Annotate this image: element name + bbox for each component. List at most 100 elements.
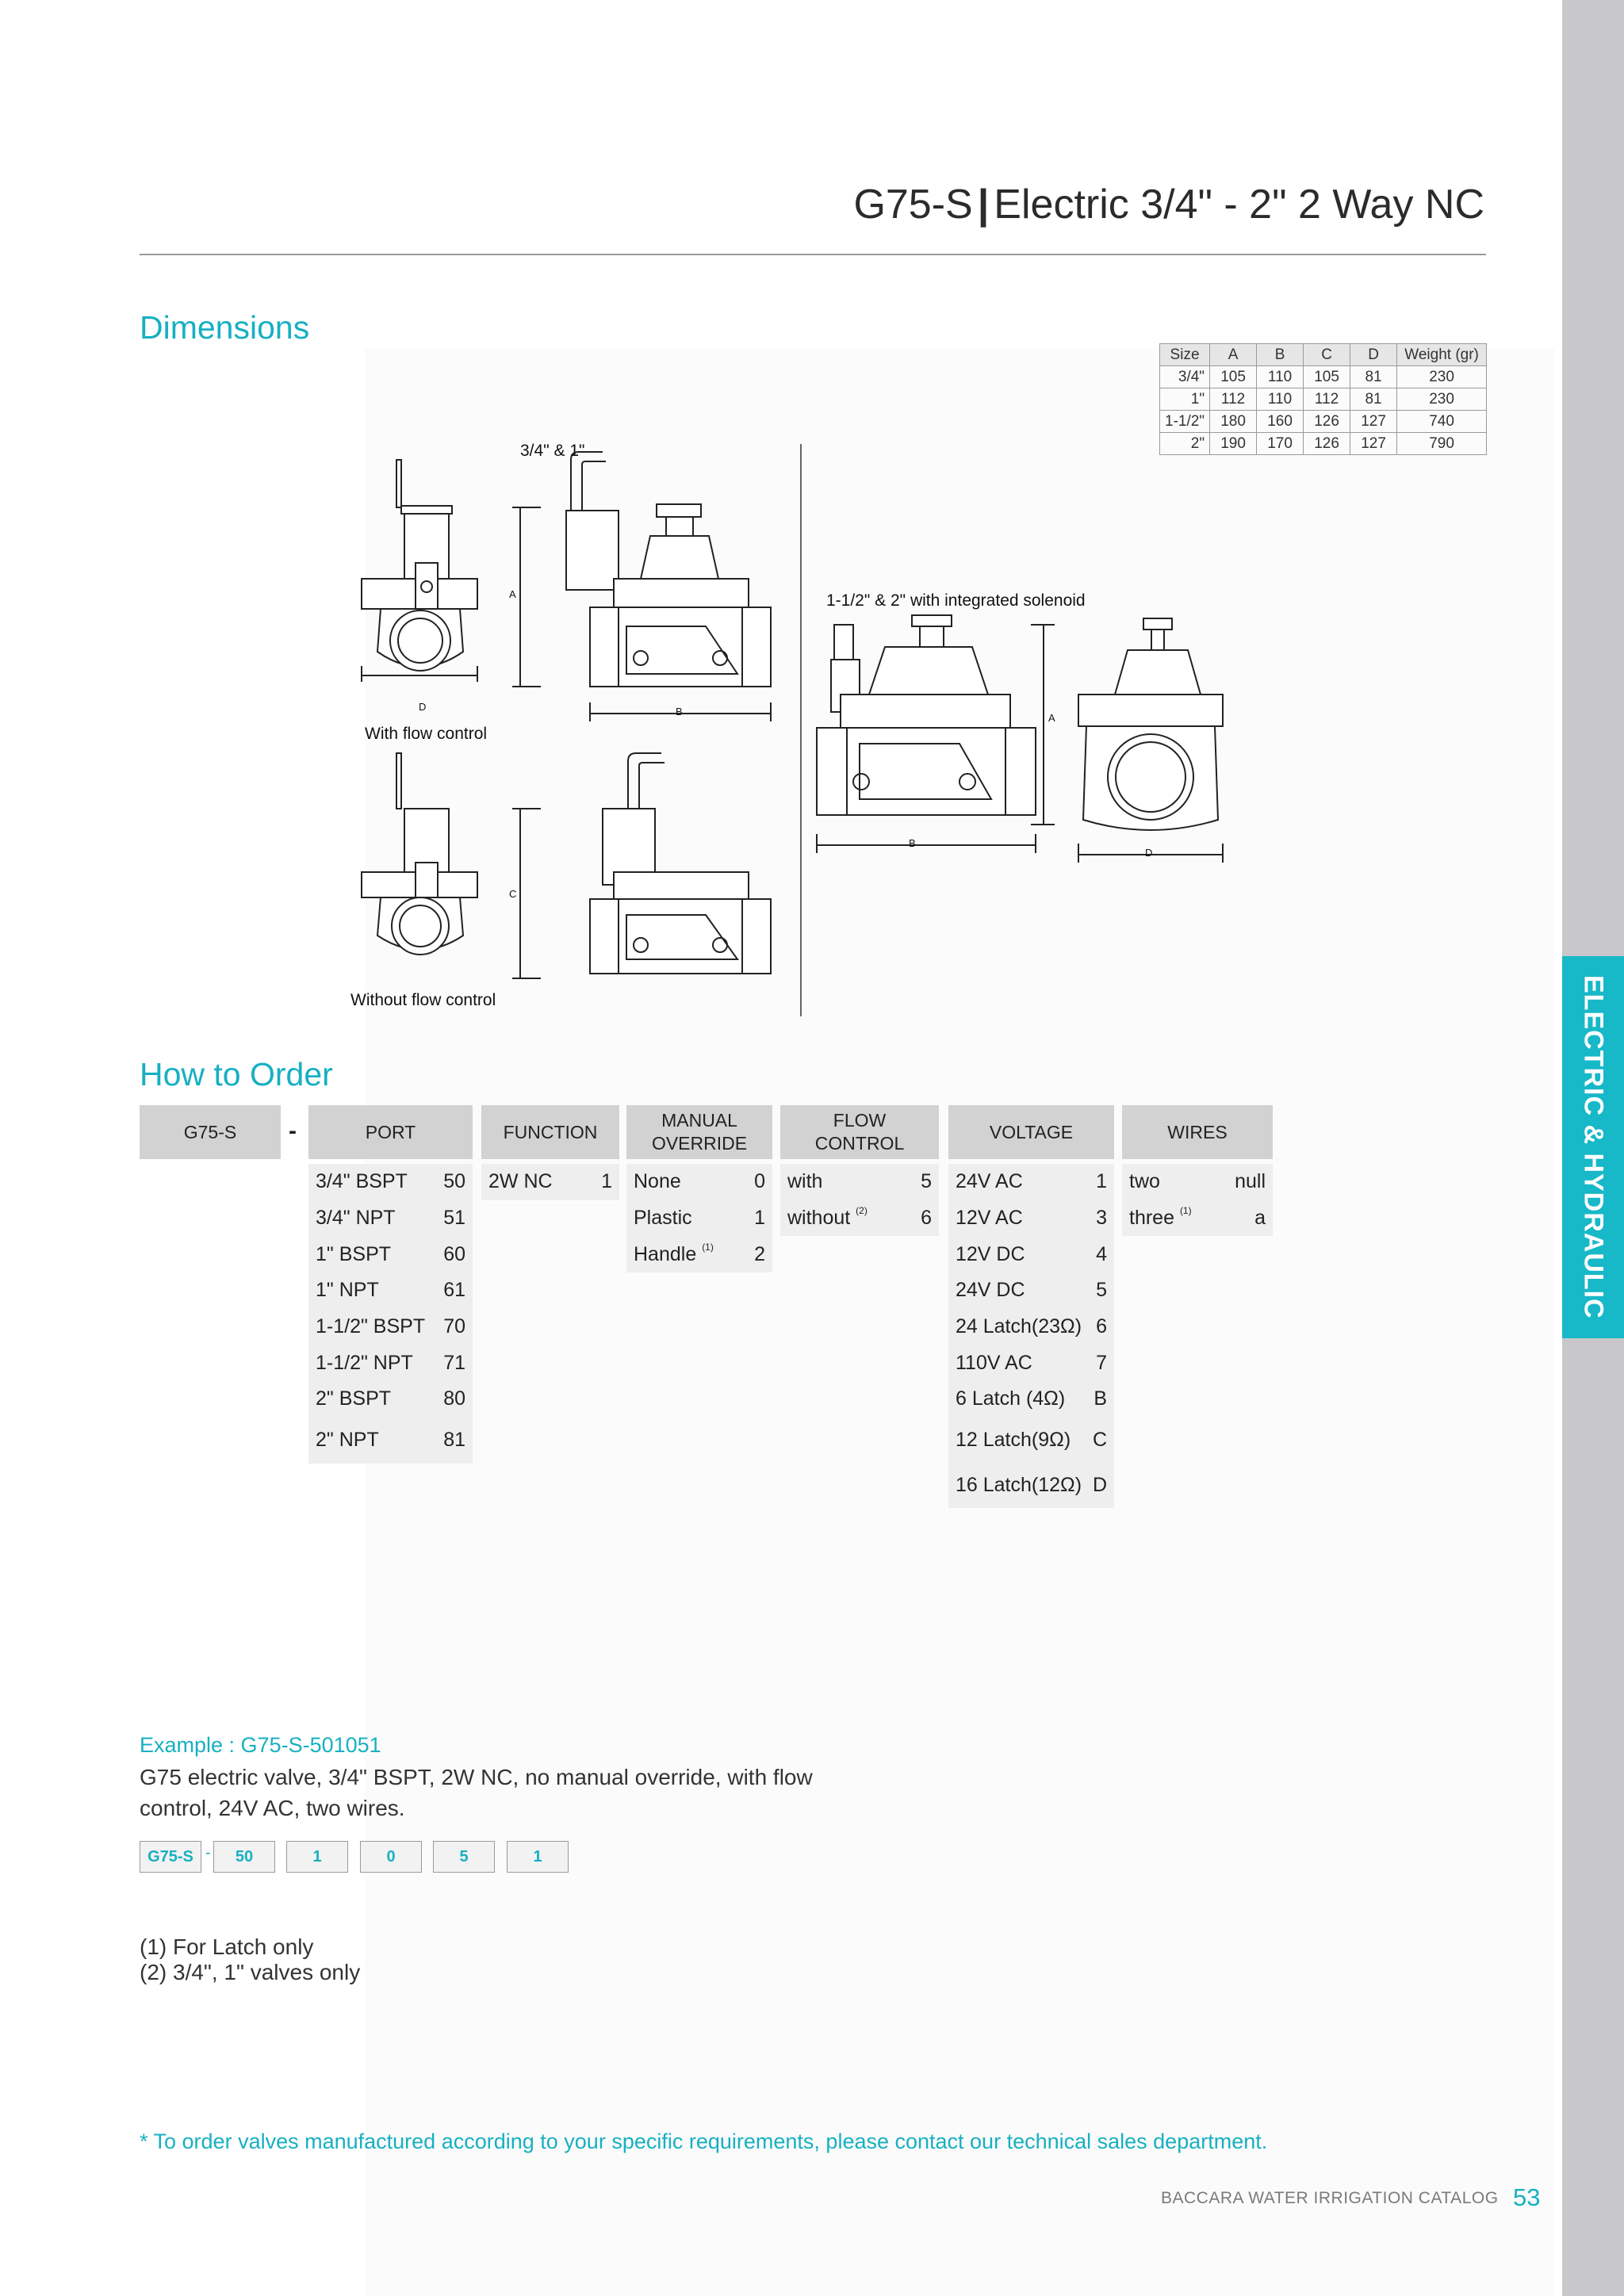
custom-order-note: * To order valves manufactured according… — [140, 2130, 1268, 2153]
valve-front-view-without-flow — [361, 752, 478, 955]
table-cell: 110 — [1256, 388, 1304, 411]
table-header-cell: C — [1303, 343, 1351, 366]
option-label: 2" BSPT — [316, 1387, 392, 1410]
footnote-marker: (1) — [702, 1241, 714, 1253]
list-item: 24V DC 5 — [948, 1272, 1114, 1309]
example-code-flow: 5 — [433, 1841, 495, 1873]
list-item: 2" BSPT 80 — [308, 1381, 473, 1418]
option-label: 24V DC — [956, 1279, 1025, 1302]
order-header-wires: WIRES — [1122, 1105, 1273, 1159]
order-header-flow-control: FLOW CONTROL — [780, 1105, 939, 1159]
option-code: 6 — [921, 1207, 932, 1230]
option-code: 1 — [1096, 1170, 1107, 1193]
dim-label-c: C — [509, 888, 516, 900]
table-cell: 230 — [1396, 365, 1488, 388]
table-cell: 790 — [1396, 432, 1488, 455]
dim-label-b: B — [676, 706, 683, 718]
option-code: 60 — [443, 1242, 465, 1265]
footnote-valve-size: (2) 3/4", 1" valves only — [140, 1960, 361, 1984]
option-label: 1-1/2" BSPT — [316, 1315, 426, 1338]
option-code: 81 — [443, 1429, 465, 1452]
valve-large-front-view — [1078, 618, 1224, 863]
list-item: three (1)a — [1122, 1200, 1273, 1237]
option-code: null — [1235, 1170, 1266, 1193]
order-model-cell: G75-S — [140, 1105, 281, 1159]
example-heading: Example : G75-S-501051 — [140, 1733, 381, 1757]
option-label: with — [787, 1170, 823, 1193]
option-label: 12V DC — [956, 1242, 1025, 1265]
list-item: two null — [1122, 1164, 1273, 1200]
table-cell: 230 — [1396, 388, 1488, 411]
table-header-cell: B — [1256, 343, 1304, 366]
option-label: 1" BSPT — [316, 1242, 392, 1265]
table-cell: 126 — [1303, 410, 1351, 433]
table-row: 3/4" 105 110 105 81 230 — [1159, 365, 1488, 388]
dim-label-b-large: B — [909, 837, 916, 849]
list-item: 6 Latch (4Ω) B — [948, 1381, 1114, 1418]
list-item: 12 Latch(9Ω)C — [948, 1418, 1114, 1464]
dimension-a-large — [1031, 624, 1055, 825]
header-rule — [140, 254, 1486, 255]
table-cell: 105 — [1209, 365, 1258, 388]
table-row: 1-1/2" 180 160 126 127 740 — [1159, 410, 1488, 433]
option-label: 12V AC — [956, 1207, 1023, 1230]
option-label: 1-1/2" NPT — [316, 1351, 413, 1374]
table-cell: 170 — [1256, 432, 1304, 455]
option-code: 3 — [1096, 1207, 1107, 1230]
option-code: B — [1094, 1387, 1107, 1410]
dim-label-d-large: D — [1145, 847, 1152, 859]
example-description: G75 electric valve, 3/4" BSPT, 2W NC, no… — [140, 1765, 813, 1820]
option-code: D — [1092, 1474, 1107, 1497]
valve-front-view-with-flow — [361, 459, 478, 682]
table-cell: 1-1/2" — [1159, 410, 1211, 433]
option-label: 3/4" NPT — [316, 1207, 396, 1230]
option-label: 6 Latch (4Ω) — [956, 1387, 1066, 1410]
footer-catalog: BACCARA WATER IRRIGATION CATALOG — [1161, 2189, 1499, 2207]
table-cell: 81 — [1350, 388, 1398, 411]
option-code: 0 — [754, 1170, 765, 1193]
table-cell: 1" — [1159, 388, 1211, 411]
table-header-cell: A — [1209, 343, 1258, 366]
option-label: 2W NC — [488, 1170, 553, 1193]
dimension-c — [512, 808, 541, 979]
valve-drawing: 3/4" & 1" 1-1/2" & 2" with integrated so… — [350, 442, 1224, 1016]
option-label: 16 Latch(12Ω) — [956, 1474, 1082, 1497]
dimensions-table: Size A B C D Weight (gr) 3/4" 105 110 10… — [1159, 343, 1488, 455]
option-code: 5 — [1096, 1279, 1107, 1302]
dim-label-a-large: A — [1048, 712, 1055, 724]
option-label-text: Handle — [634, 1242, 697, 1265]
option-label: 1" NPT — [316, 1279, 379, 1302]
list-item: without (2)6 — [780, 1200, 939, 1237]
example-code-function: 1 — [286, 1841, 348, 1873]
option-label: 2" NPT — [316, 1429, 379, 1452]
table-header-cell: D — [1350, 343, 1398, 366]
caption-without-flow-control: Without flow control — [350, 991, 496, 1009]
option-label: 110V AC — [956, 1351, 1032, 1374]
table-cell: 3/4" — [1159, 365, 1211, 388]
how-to-order-heading: How to Order — [140, 1056, 333, 1093]
table-cell: 127 — [1350, 432, 1398, 455]
table-cell: 105 — [1303, 365, 1351, 388]
example-code-model: G75-S — [140, 1841, 201, 1873]
order-header-port: PORT — [308, 1105, 473, 1159]
list-item: Handle (1)2 — [626, 1236, 772, 1272]
valve-side-view-with-flow — [565, 451, 772, 721]
option-code: 61 — [443, 1279, 465, 1302]
option-code: 6 — [1096, 1315, 1107, 1338]
option-label: two — [1129, 1170, 1160, 1193]
dim-label-a: A — [509, 588, 516, 600]
title-separator: | — [977, 182, 990, 228]
side-tab[interactable] — [1562, 956, 1624, 1338]
table-row: 1" 112 110 112 81 230 — [1159, 388, 1488, 411]
option-code: 80 — [443, 1387, 465, 1410]
table-header-cell: Size — [1159, 343, 1211, 366]
example-code-dash: - — [205, 1844, 211, 1862]
